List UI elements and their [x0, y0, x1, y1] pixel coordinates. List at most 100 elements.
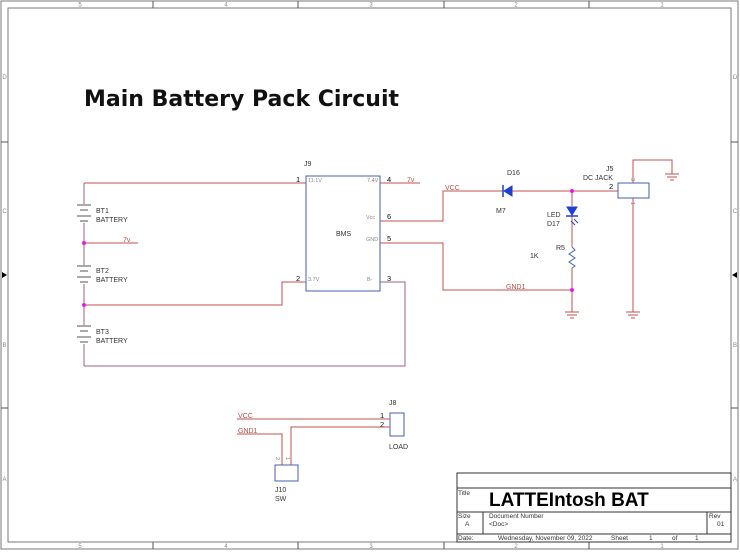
docnum-value: <Doc>	[489, 521, 508, 528]
r5-value: 1K	[530, 253, 539, 260]
d16-value: M7	[496, 208, 506, 215]
net-label-7v-left: 7v	[123, 237, 131, 244]
title-value: LATTEIntosh BAT	[489, 490, 649, 511]
net-label-gnd1-mid: GND1	[506, 284, 526, 291]
zone-col-5-top: 5	[78, 3, 82, 9]
zone-col-3-bottom: 3	[369, 544, 373, 550]
bt3-value: BATTERY	[96, 338, 128, 345]
j10-ref: J10	[275, 487, 286, 494]
j9-pin-6-number: 6	[387, 212, 391, 221]
j5-pin-3: 3	[629, 178, 635, 181]
zone-col-2-top: 2	[514, 3, 518, 9]
j9-pin-1-number: 1	[296, 175, 300, 184]
zone-col-3-top: 3	[369, 3, 373, 9]
j9-pin-5-name: GND	[366, 237, 378, 243]
bms-right-wires	[380, 182, 618, 291]
switch-j10-body	[274, 464, 299, 482]
net-label-gnd1-bottom: GND1	[238, 428, 258, 435]
ground-icon	[626, 311, 640, 319]
rev-label: Rev	[709, 513, 721, 520]
load-switch-wires	[237, 418, 390, 465]
bt3-ref: BT3	[96, 329, 109, 336]
led-branch	[568, 189, 576, 312]
battery-bt1-icon	[77, 204, 91, 222]
bt2-ref: BT2	[96, 268, 109, 275]
inner-border	[7, 7, 732, 543]
diode-d16-icon	[502, 185, 513, 197]
j9-ref: J9	[304, 161, 312, 168]
zone-col-1-top: 1	[660, 3, 664, 9]
d16-ref: D16	[507, 170, 520, 177]
of-label: of	[672, 535, 678, 542]
size-value: A	[465, 521, 470, 528]
j8-pin-1: 1	[380, 411, 384, 420]
j8-value: LOAD	[389, 444, 408, 451]
sheet-value: 1	[649, 535, 653, 542]
j10-value: SW	[275, 496, 287, 503]
zone-row-a-left: A	[2, 477, 6, 483]
zone-col-1-bottom: 1	[660, 544, 664, 550]
zone-col-2-bottom: 2	[514, 544, 518, 550]
battery-bt2-icon	[77, 265, 91, 283]
zone-col-5-bottom: 5	[78, 544, 82, 550]
size-label: Size	[458, 513, 471, 520]
bms-j9-body	[305, 175, 381, 292]
title-block	[456, 472, 732, 543]
j5-pin-2: 2	[609, 182, 613, 191]
j10-pin-2: 2	[274, 457, 280, 460]
j9-pin-2-name: 3.7V	[308, 277, 320, 283]
j9-pin-5-number: 5	[387, 234, 391, 243]
d17-ref: D17	[547, 221, 560, 228]
row-ticks	[1, 141, 738, 409]
zone-row-d-right: D	[733, 75, 738, 81]
bt1-ref: BT1	[96, 208, 109, 215]
bt1-value: BATTERY	[96, 217, 128, 224]
date-label: Date:	[458, 535, 474, 542]
title-label: Title	[458, 490, 470, 497]
j9-pin-2-number: 2	[296, 274, 300, 283]
docnum-label: Document Number	[489, 513, 544, 520]
battery-wires	[82, 182, 406, 367]
dc-jack-j5-body	[617, 182, 650, 199]
zone-row-d-left: D	[2, 75, 7, 81]
sheet-total: 1	[695, 535, 699, 542]
column-ticks	[152, 1, 590, 549]
ground-icon	[665, 173, 679, 181]
j8-ref: J8	[389, 400, 397, 407]
bt2-value: BATTERY	[96, 277, 128, 284]
zone-row-b-left: B	[2, 343, 6, 349]
battery-stack	[77, 183, 91, 366]
r5-ref: R5	[556, 245, 565, 252]
page-title: Main Battery Pack Circuit	[84, 87, 400, 112]
j9-pin-6-name: Vcc	[366, 215, 375, 221]
j9-pin-3-number: 3	[387, 274, 391, 283]
j9-value: BMS	[336, 231, 352, 238]
zone-col-4-top: 4	[224, 3, 228, 9]
ground-icon	[565, 311, 579, 319]
center-marker-left-icon	[2, 272, 7, 278]
zone-col-4-bottom: 4	[224, 544, 228, 550]
zone-row-c-right: C	[733, 209, 738, 215]
load-j8-body	[389, 412, 405, 437]
j8-pin-2: 2	[380, 420, 384, 429]
j5-pin-1: 1	[629, 202, 635, 205]
j10-pin-1: 1	[284, 457, 290, 460]
date-value: Wednesday, November 09, 2022	[498, 535, 593, 542]
net-label-vcc-top: VCC	[445, 185, 460, 192]
j5-ref: J5	[606, 166, 614, 173]
dc-jack-wires	[632, 159, 673, 312]
sheet-label: Sheet	[611, 535, 628, 542]
j9-pin-4-name: 7.4V	[367, 178, 379, 184]
rev-value: 01	[717, 521, 725, 528]
zone-row-a-right: A	[733, 477, 737, 483]
j5-value: DC JACK	[583, 175, 613, 182]
center-marker-right-icon	[732, 272, 737, 278]
battery-bt3-icon	[77, 325, 91, 343]
d17-value: LED	[547, 212, 561, 219]
net-label-vcc-bottom: VCC	[238, 413, 253, 420]
zone-row-c-left: C	[2, 209, 7, 215]
j9-pin-1-name: 11.1V	[308, 178, 322, 184]
zone-row-b-right: B	[733, 343, 737, 349]
